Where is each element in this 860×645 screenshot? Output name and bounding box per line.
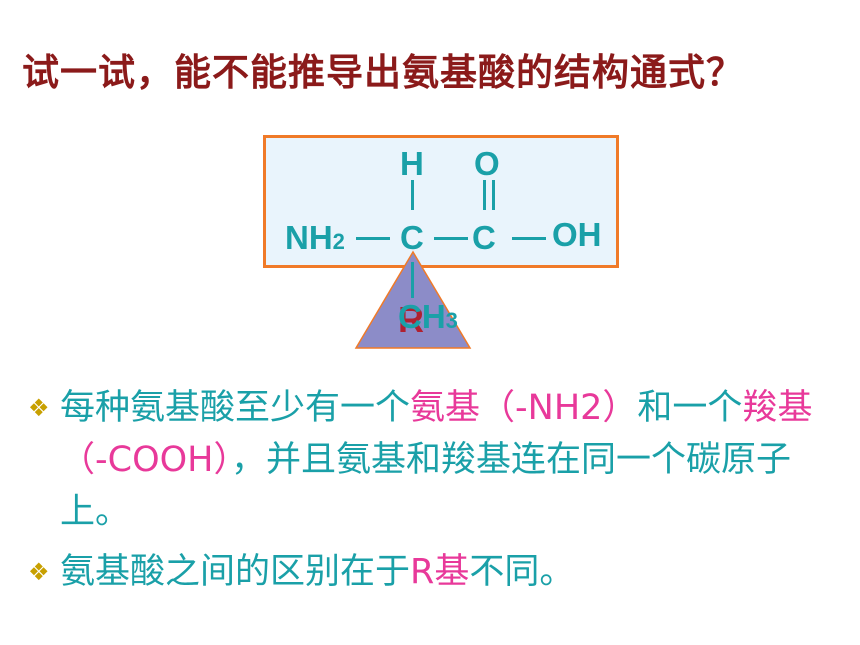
structural-formula-box [263, 135, 619, 268]
bullet-item-1: ❖ 每种氨基酸至少有一个氨基（-NH2）和一个羧基（-COOH），并且氨基和羧基… [28, 382, 828, 538]
diamond-bullet-icon: ❖ [28, 558, 50, 586]
bullet-list: ❖ 每种氨基酸至少有一个氨基（-NH2）和一个羧基（-COOH），并且氨基和羧基… [28, 382, 828, 606]
slide-title: 试一试，能不能推导出氨基酸的结构通式？ [22, 51, 744, 94]
diamond-bullet-icon: ❖ [28, 394, 50, 422]
bond-c-h [411, 180, 414, 210]
amino-highlight: 氨基（-NH2） [410, 388, 638, 428]
amino-group: NH2 [285, 219, 345, 256]
carboxyl-carbon-atom: C [472, 219, 496, 256]
bond-c-c [434, 237, 468, 240]
alpha-carbon-atom: C [400, 219, 424, 256]
methyl-group: CH3 [398, 298, 458, 335]
bullet-item-2: ❖ 氨基酸之间的区别在于R基不同。 [28, 546, 828, 598]
r-group-label: R [398, 299, 424, 340]
double-bond-line-2 [492, 180, 495, 210]
r-group-highlight: R基 [410, 552, 470, 592]
double-bond-line-1 [483, 180, 486, 210]
r-group-triangle [354, 250, 472, 349]
hydrogen-atom: H [400, 145, 424, 182]
bond-n-c [356, 237, 390, 240]
bond-c-oh [512, 237, 546, 240]
carboxyl-highlight: 羧基（-COOH） [60, 388, 813, 480]
hydroxyl-group: OH [552, 216, 602, 253]
oxygen-atom: O [474, 145, 500, 182]
bond-c-r [411, 262, 414, 298]
